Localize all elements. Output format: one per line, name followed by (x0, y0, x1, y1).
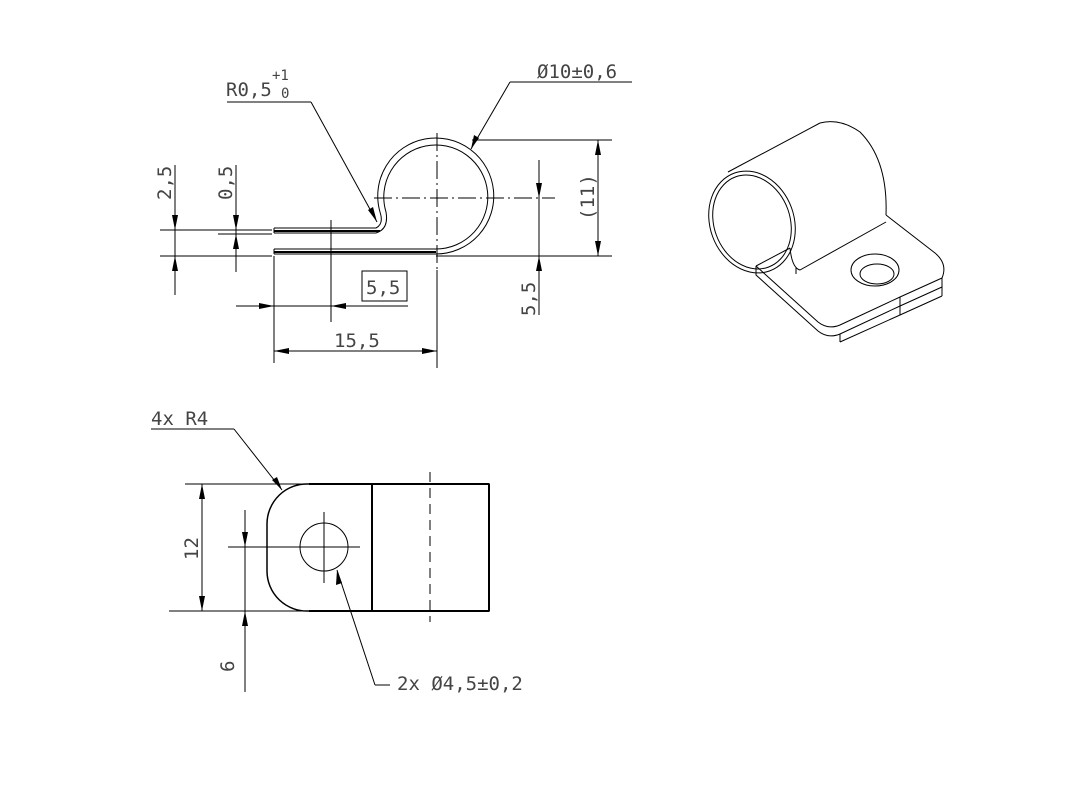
svg-text:+1: +1 (272, 68, 289, 84)
side-view: 2,5 0,5 5,5 15,5 (11) 5,5 R0,5 + (154, 61, 632, 368)
dim-11-label: (11) (577, 174, 599, 220)
radius-callout: R0,5 +1 0 (226, 68, 289, 102)
dim-5-5-vertical-label: 5,5 (518, 282, 540, 316)
dim-0-5-label: 0,5 (215, 166, 237, 200)
dim-5-5-basic-label: 5,5 (366, 277, 400, 299)
hole-callout: 2x Ø4,5±0,2 (397, 673, 523, 695)
svg-text:R0,5: R0,5 (226, 79, 272, 101)
dim-15-5-label: 15,5 (334, 330, 380, 352)
clamp-profile (273, 137, 495, 255)
corner-radius-callout: 4x R4 (151, 408, 208, 430)
dim-6-label: 6 (217, 661, 239, 672)
diameter-callout: Ø10±0,6 (537, 61, 617, 83)
basic-dim-box (361, 270, 408, 302)
iso-hole (850, 253, 900, 287)
top-view: 12 6 4x R4 2x Ø4,5±0,2 (151, 408, 523, 695)
dim-2-5-label: 2,5 (154, 166, 176, 200)
isometric-view (708, 121, 945, 343)
svg-text:0: 0 (281, 86, 289, 102)
dim-12-label: 12 (181, 537, 203, 560)
